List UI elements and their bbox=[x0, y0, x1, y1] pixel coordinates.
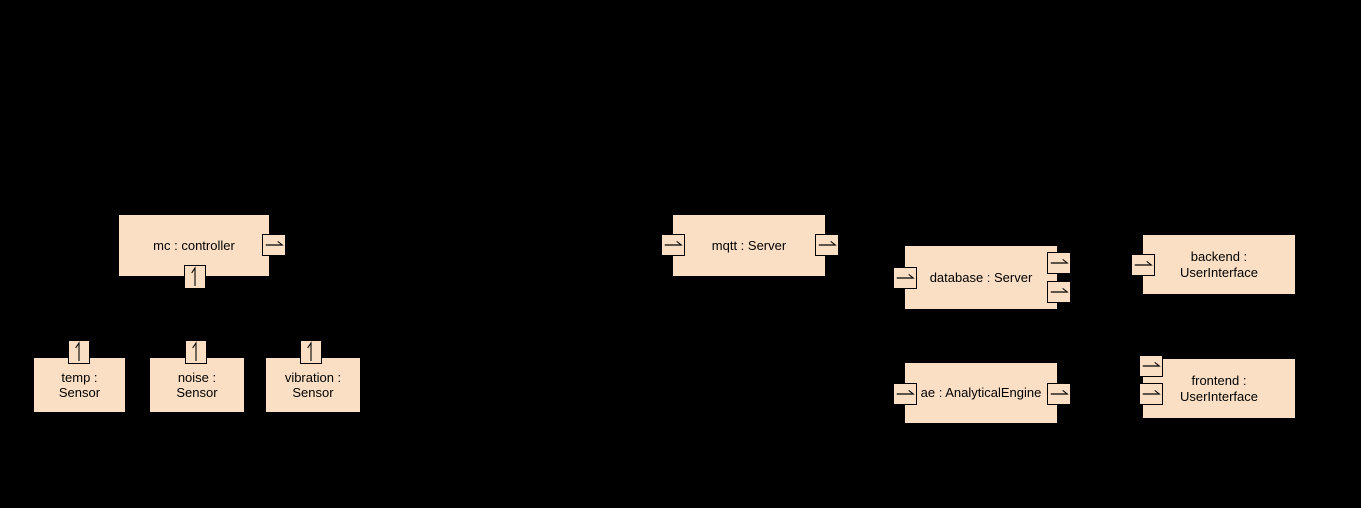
component-frontend-userinterface[interactable]: frontend : UserInterface bbox=[1142, 358, 1296, 419]
component-vibration-sensor[interactable]: vibration : Sensor bbox=[265, 357, 361, 413]
port-database-right-lower-icon[interactable] bbox=[1047, 281, 1071, 303]
component-temp-sensor[interactable]: temp : Sensor bbox=[33, 357, 126, 413]
component-label-frontend-userinterface: frontend : UserInterface bbox=[1179, 373, 1259, 404]
component-ae-analyticalengine[interactable]: ae : AnalyticalEngine bbox=[904, 362, 1058, 424]
port-mc-right-icon[interactable] bbox=[262, 234, 286, 256]
component-backend-userinterface[interactable]: backend : UserInterface bbox=[1142, 234, 1296, 295]
component-label-noise-sensor: noise : Sensor bbox=[176, 369, 218, 401]
component-noise-sensor[interactable]: noise : Sensor bbox=[149, 357, 245, 413]
component-label-temp-sensor: temp : Sensor bbox=[58, 369, 101, 401]
component-label-backend-userinterface: backend : UserInterface bbox=[1179, 249, 1259, 280]
port-database-right-upper-icon[interactable] bbox=[1047, 252, 1071, 274]
port-mqtt-right-icon[interactable] bbox=[815, 234, 839, 256]
component-label-vibration-sensor: vibration : Sensor bbox=[284, 369, 342, 401]
port-temp-top-icon[interactable] bbox=[68, 340, 90, 364]
component-label-database-server: database : Server bbox=[929, 269, 1033, 285]
port-backend-left-icon[interactable] bbox=[1131, 254, 1155, 276]
port-mqtt-left-icon[interactable] bbox=[661, 234, 685, 256]
component-label-mc-controller: mc : controller bbox=[153, 237, 235, 253]
component-label-ae-analyticalengine: ae : AnalyticalEngine bbox=[920, 385, 1042, 401]
component-label-mqtt-server: mqtt : Server bbox=[711, 237, 787, 253]
port-vibration-top-icon[interactable] bbox=[300, 340, 322, 364]
port-frontend-left-lower-icon[interactable] bbox=[1139, 383, 1163, 405]
port-ae-left-icon[interactable] bbox=[893, 383, 917, 405]
port-database-left-icon[interactable] bbox=[893, 267, 917, 289]
port-ae-right-icon[interactable] bbox=[1047, 383, 1071, 405]
component-database-server[interactable]: database : Server bbox=[904, 245, 1058, 310]
component-mqtt-server[interactable]: mqtt : Server bbox=[672, 214, 826, 277]
port-noise-top-icon[interactable] bbox=[185, 340, 207, 364]
port-frontend-left-upper-icon[interactable] bbox=[1139, 355, 1163, 377]
port-mc-bottom-icon[interactable] bbox=[184, 265, 206, 289]
